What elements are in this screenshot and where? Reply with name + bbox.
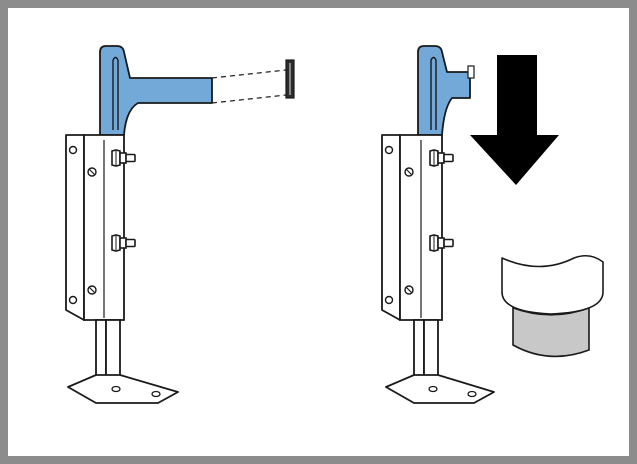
end-cap-part xyxy=(285,59,295,99)
bolt-upper xyxy=(111,149,136,167)
bolt-upper-right xyxy=(429,149,454,167)
blue-slide-bracket-assembled xyxy=(417,45,475,136)
left-assembly xyxy=(65,45,295,404)
bolt-lower-right xyxy=(429,234,454,252)
right-assembly xyxy=(381,45,604,404)
blue-slide-bracket xyxy=(99,45,213,136)
mounting-bracket-right xyxy=(381,134,495,404)
guide-dashed-lines xyxy=(211,69,287,104)
mounting-bracket xyxy=(65,134,179,404)
rubber-foot-cap xyxy=(501,254,604,358)
down-arrow xyxy=(470,55,559,185)
bolt-lower xyxy=(111,234,136,252)
